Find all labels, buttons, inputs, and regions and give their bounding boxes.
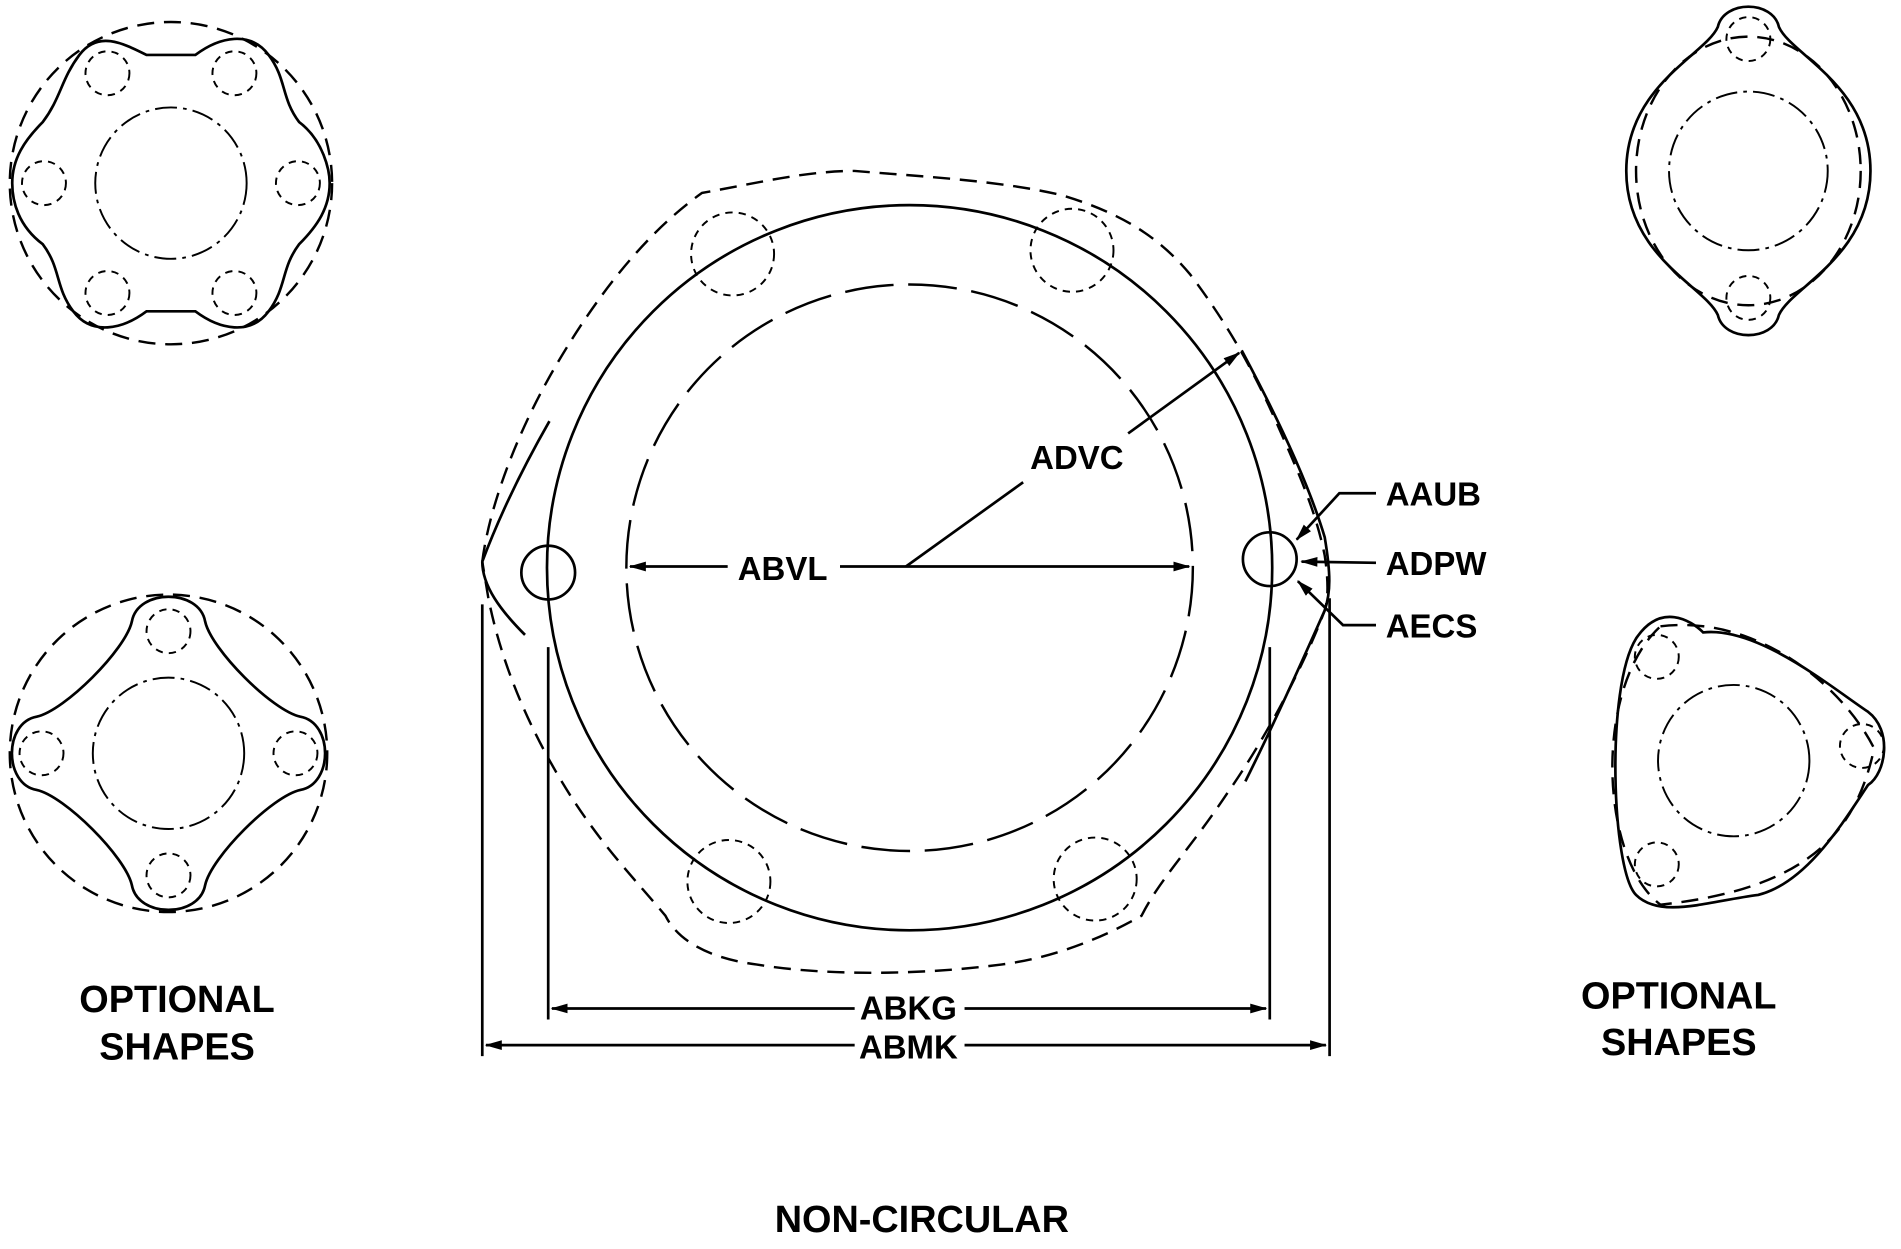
right-caption-line2: SHAPES [1601, 1022, 1757, 1064]
optional-shape-six-hole [8, 20, 334, 346]
label-aaub: AAUB [1386, 475, 1481, 512]
mounting-hole-left [520, 544, 577, 601]
bolt-hole [1029, 207, 1115, 293]
left-caption-line2: SHAPES [99, 1027, 255, 1069]
main-flange [480, 169, 1331, 974]
left-caption-line1: OPTIONAL [79, 979, 274, 1021]
bolt-hole [1052, 836, 1138, 922]
right-caption-line1: OPTIONAL [1581, 975, 1776, 1017]
label-aecs: AECS [1386, 607, 1478, 644]
label-adpw: ADPW [1386, 545, 1488, 582]
bolt-hole [686, 839, 772, 924]
bore-circle [625, 283, 1195, 853]
optional-shape-three-hole [1611, 615, 1886, 909]
diagram-title: NON-CIRCULAR [775, 1199, 1069, 1241]
optional-shape-two-hole [1624, 5, 1872, 337]
label-advc: ADVC [1030, 439, 1123, 476]
dimensions [480, 351, 1377, 1057]
optional-shape-four-hole [8, 593, 329, 914]
bolt-hole [690, 211, 776, 297]
label-abkg: ABKG [860, 989, 957, 1026]
label-abmk: ABMK [859, 1029, 958, 1066]
mounting-hole-right [1241, 530, 1298, 588]
flange-outline [480, 349, 1331, 782]
flange-body-circle [545, 203, 1274, 932]
label-abvl: ABVL [738, 550, 828, 587]
outer-optional-outline [481, 169, 1329, 974]
